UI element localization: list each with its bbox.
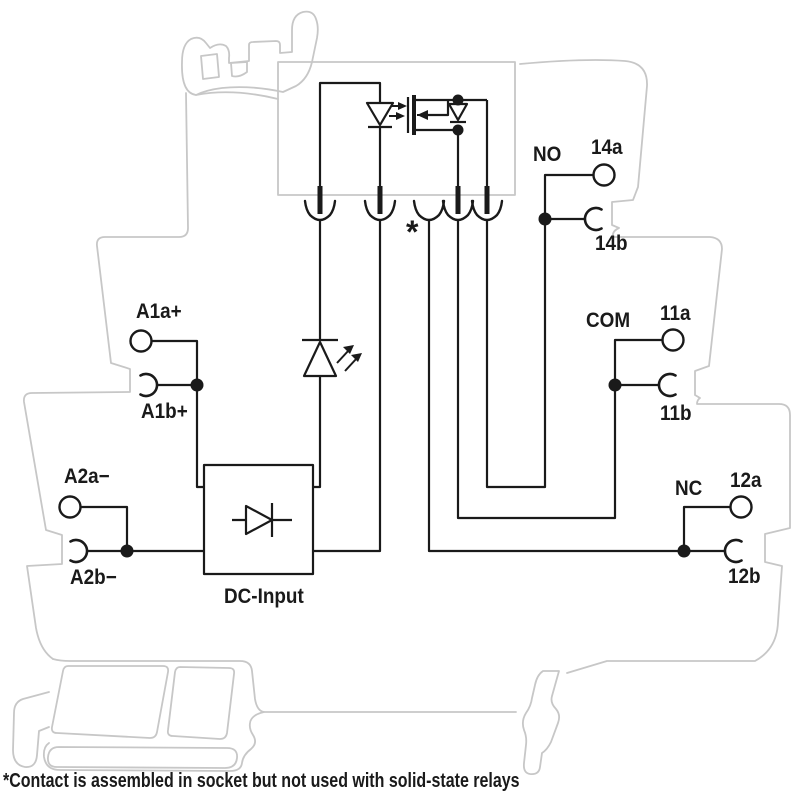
- light-arrows: [336, 102, 428, 372]
- terminal-label-14a: 14a: [591, 136, 623, 159]
- release-clip-cutout: [200, 53, 220, 80]
- asterisk-marker: *: [406, 214, 419, 250]
- terminal-14b-contact: [583, 206, 603, 232]
- socket-contact-3-unused: [412, 199, 446, 222]
- socket-contact-5: [470, 199, 504, 222]
- terminal-a2b-contact: [69, 538, 89, 564]
- terminal-label-11b: 11b: [660, 402, 692, 425]
- optocoupler-led: [365, 101, 395, 127]
- indicator-led: [302, 340, 338, 378]
- wire-opto-led: [318, 81, 382, 188]
- terminal-label-a1b: A1b+: [141, 400, 188, 423]
- terminal-11b-contact: [657, 372, 677, 398]
- junction-a1: [190, 378, 204, 392]
- socket-contacts: [303, 199, 504, 222]
- socket-foot-body: [42, 658, 265, 772]
- terminal-label-14b: 14b: [595, 232, 628, 255]
- led-emit-arrow-1: [336, 349, 350, 364]
- socket-contact-2: [363, 199, 397, 222]
- socket-contact-1: [303, 199, 337, 222]
- junction-dots: [120, 94, 691, 558]
- wire-led-return: [313, 220, 382, 553]
- relay-housing-outline: [12, 10, 791, 776]
- wire-com-branch: [456, 220, 663, 520]
- junction-source: [452, 124, 464, 136]
- wire-a1-branch: [151, 339, 204, 489]
- junction-com: [608, 378, 622, 392]
- opto-arrow-1-head: [398, 102, 407, 110]
- dc-input-label: DC-Input: [224, 585, 304, 608]
- group-label-nc: NC: [675, 477, 703, 500]
- terminal-a2a-contact: [58, 495, 82, 519]
- wire-nc-branch: [427, 220, 731, 553]
- terminal-12a-contact: [729, 495, 753, 519]
- contact-pins: [317, 186, 490, 214]
- socket-contact-4: [441, 199, 475, 222]
- component-box: [277, 61, 516, 196]
- group-label-no: NO: [533, 143, 562, 166]
- housing-top-arc: [195, 91, 279, 100]
- housing-left-edge: [23, 92, 189, 660]
- junction-drain: [452, 94, 464, 106]
- socket-foot-hook-left: [12, 691, 50, 768]
- screw-terminals: [58, 163, 753, 519]
- circuit-wiring: [80, 81, 731, 576]
- contact-pin-1: [317, 186, 323, 214]
- terminal-label-12b: 12b: [728, 565, 761, 588]
- socket-latch-right: [521, 670, 561, 776]
- release-clip: [181, 10, 319, 96]
- plug-sockets: [69, 206, 743, 564]
- contact-pin-5: [484, 186, 490, 214]
- terminal-a1b-contact: [139, 372, 159, 398]
- terminal-12b-contact: [723, 538, 743, 564]
- foot-slot: [47, 746, 238, 769]
- led-emit-arrow-2-head: [351, 353, 362, 362]
- wire-indicator-branch: [313, 220, 322, 489]
- contact-pin-4: [455, 186, 461, 214]
- junction-nc: [677, 544, 691, 558]
- wire-mosfet-output: [414, 98, 489, 188]
- housing-right-edge: [519, 59, 791, 674]
- mosfet-gate-arrow-head: [417, 110, 428, 120]
- foot-segment-2: [166, 666, 236, 740]
- terminal-label-12a: 12a: [730, 469, 762, 492]
- terminal-label-a1a: A1a+: [136, 300, 182, 323]
- mosfet-body-diode: [447, 102, 469, 122]
- led-emit-arrow-2: [344, 357, 358, 372]
- release-clip-notch: [230, 61, 248, 78]
- terminal-label-a2a: A2a−: [64, 465, 110, 488]
- terminal-label-a2b: A2b−: [70, 566, 117, 589]
- led-emit-arrow-1-head: [343, 345, 354, 354]
- footnote-text: *Contact is assembled in socket but not …: [3, 770, 520, 792]
- wire-no-branch: [485, 173, 594, 489]
- terminal-14a-contact: [592, 163, 616, 187]
- contact-pin-2: [377, 186, 383, 214]
- junction-a2: [120, 544, 134, 558]
- terminal-11a-contact: [661, 328, 685, 352]
- junction-no: [538, 212, 552, 226]
- wire-a2-branch: [80, 505, 204, 553]
- dc-input-box: [202, 463, 315, 576]
- terminal-a1a-contact: [129, 329, 153, 353]
- group-label-com: COM: [586, 309, 631, 332]
- terminal-label-11a: 11a: [660, 302, 691, 325]
- opto-arrow-2-head: [396, 112, 405, 120]
- dc-input-diode: [244, 504, 274, 536]
- foot-segment-1: [50, 665, 170, 739]
